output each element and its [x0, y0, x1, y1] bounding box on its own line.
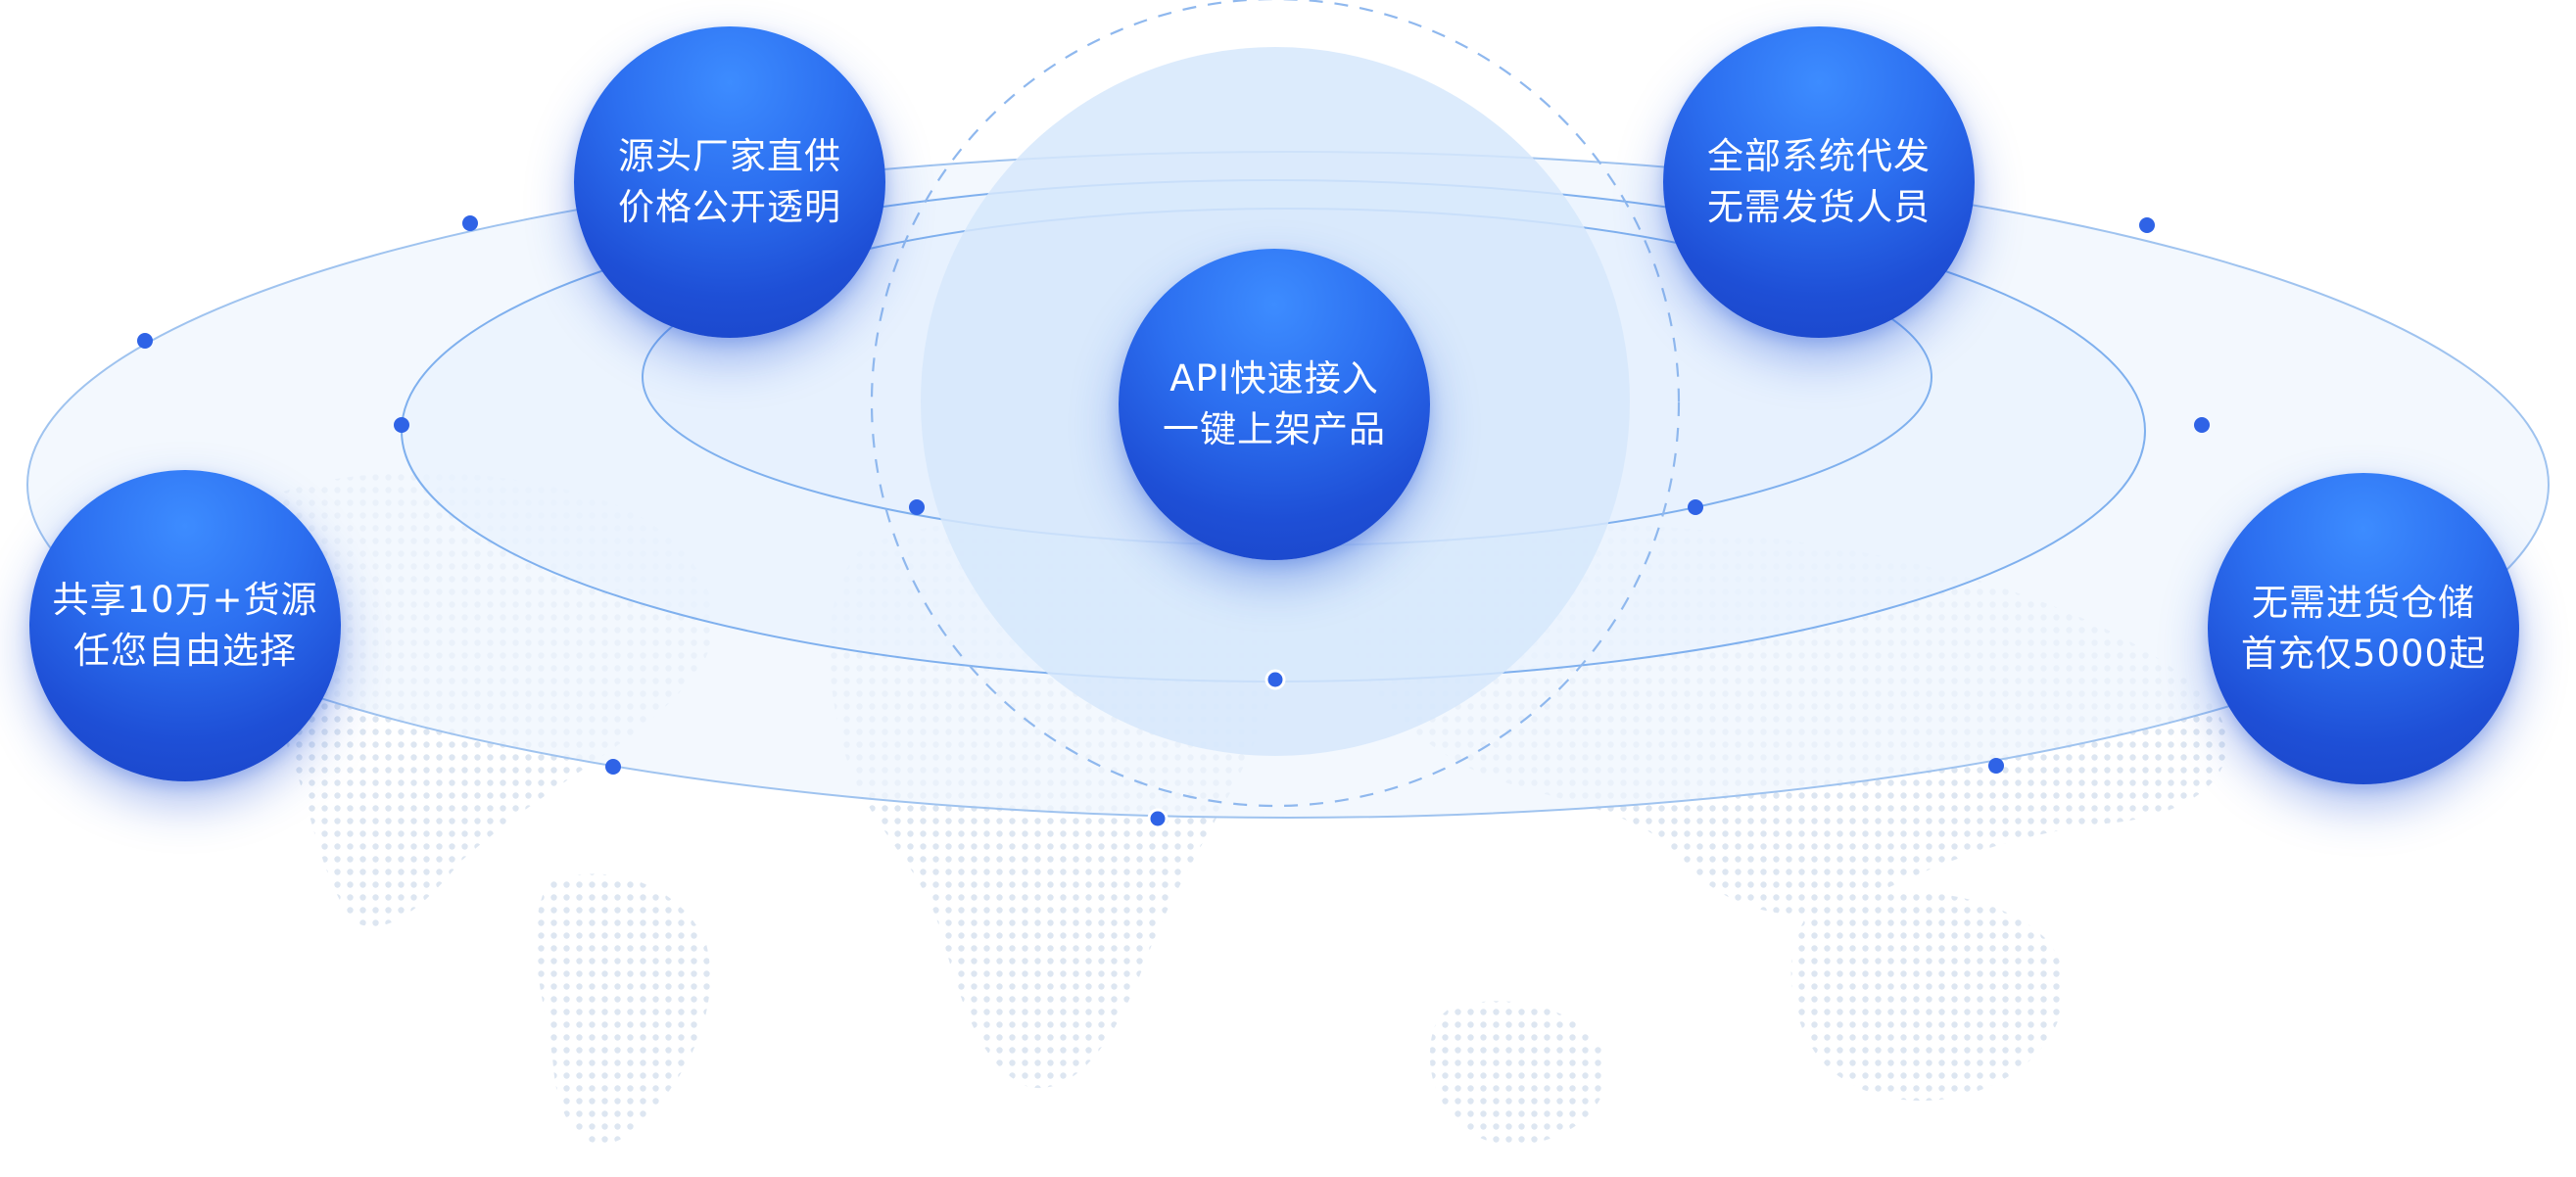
orbit-node	[605, 759, 621, 775]
bubble-top-right-line2: 无需发货人员	[1707, 186, 1931, 228]
orbit-node	[909, 499, 925, 515]
bubble-center-line2: 一键上架产品	[1163, 408, 1386, 450]
bubble-left-line1: 共享10万+货源	[52, 579, 318, 621]
bubble-center-line1: API快速接入	[1169, 357, 1379, 400]
bubble-top-left-line1: 源头厂家直供	[618, 135, 841, 177]
orbit-node	[1688, 499, 1703, 515]
bubble-right: 无需进货仓储 首充仅5000起	[2208, 473, 2519, 784]
orbit-node	[2139, 217, 2155, 233]
bubble-top-left: 源头厂家直供 价格公开透明	[574, 26, 885, 338]
orbit-node	[1264, 669, 1286, 690]
bubble-right-line1: 无需进货仓储	[2252, 582, 2475, 624]
orbit-node	[2194, 417, 2210, 433]
bubble-left: 共享10万+货源 任您自由选择	[29, 470, 341, 781]
bubble-left-line2: 任您自由选择	[73, 630, 297, 672]
dashed-ring	[871, 0, 1680, 807]
orbit-node	[462, 215, 478, 231]
orbit-node	[1988, 758, 2004, 774]
bubble-top-right: 全部系统代发 无需发货人员	[1663, 26, 1975, 338]
orbit-node	[1147, 808, 1169, 829]
bubble-top-left-line2: 价格公开透明	[618, 186, 841, 228]
bubble-top-right-line1: 全部系统代发	[1707, 135, 1931, 177]
bubble-center: API快速接入 一键上架产品	[1119, 249, 1430, 560]
bubble-right-line2: 首充仅5000起	[2240, 633, 2487, 675]
orbit-node	[394, 417, 409, 433]
orbit-node	[137, 333, 153, 349]
